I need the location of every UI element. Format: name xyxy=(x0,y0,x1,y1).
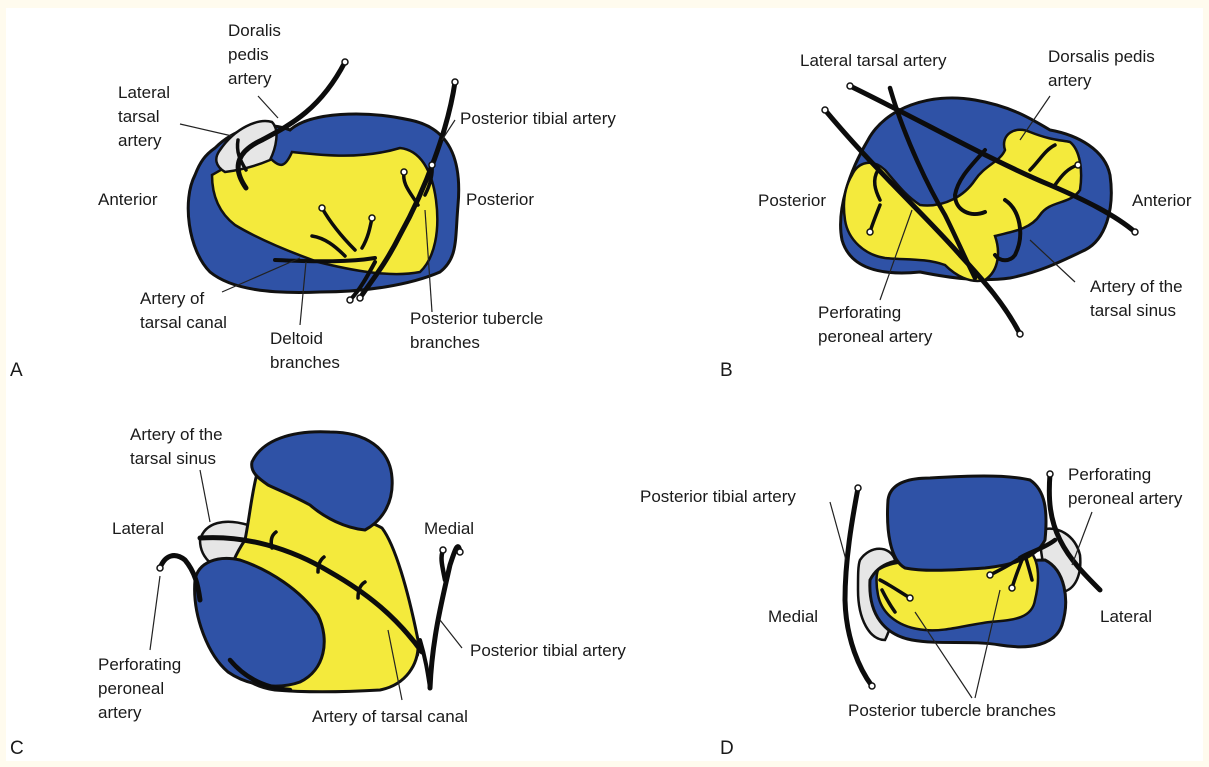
label-a-tarsal-canal-1: Artery of xyxy=(140,289,205,308)
panel-b: Lateral tarsal artery Dorsalis pedis art… xyxy=(720,47,1192,381)
label-d-perforating-2: peroneal artery xyxy=(1068,489,1183,508)
label-c-perforating-2: peroneal xyxy=(98,679,164,698)
label-c-tarsal-canal: Artery of tarsal canal xyxy=(312,707,468,726)
label-c-posterior-tibial: Posterior tibial artery xyxy=(470,641,626,660)
label-a-lateral-tarsal-3: artery xyxy=(118,131,162,150)
label-c-lateral: Lateral xyxy=(112,519,164,538)
label-b-perforating-1: Perforating xyxy=(818,303,901,322)
label-b-posterior: Posterior xyxy=(758,191,826,210)
label-a-dorsalis-3: artery xyxy=(228,69,272,88)
panel-a-letter: A xyxy=(10,360,23,381)
label-d-tubercle: Posterior tubercle branches xyxy=(848,701,1056,720)
label-d-medial: Medial xyxy=(768,607,818,626)
label-d-lateral: Lateral xyxy=(1100,607,1152,626)
label-a-lateral-tarsal-2: tarsal xyxy=(118,107,160,126)
label-a-tubercle-1: Posterior tubercle xyxy=(410,309,543,328)
label-b-dorsalis-2: artery xyxy=(1048,71,1092,90)
label-c-medial: Medial xyxy=(424,519,474,538)
panel-c-pt-branch xyxy=(442,550,445,580)
panel-d: Posterior tibial artery Perforating pero… xyxy=(640,465,1183,759)
panel-c-pt-branch-2 xyxy=(420,640,430,688)
label-c-sinus-2: tarsal sinus xyxy=(130,449,216,468)
label-a-deltoid-2: branches xyxy=(270,353,340,372)
panel-c-posterior-tibial-artery xyxy=(430,547,460,688)
panel-a: Doralis pedis artery Lateral tarsal arte… xyxy=(10,21,616,381)
label-a-dorsalis-1: Doralis xyxy=(228,21,281,40)
label-a-posterior-tibial: Posterior tibial artery xyxy=(460,109,616,128)
label-b-perforating-2: peroneal artery xyxy=(818,327,933,346)
label-b-anterior: Anterior xyxy=(1132,191,1192,210)
panel-b-letter: B xyxy=(720,360,733,381)
label-c-sinus-1: Artery of the xyxy=(130,425,223,444)
label-d-posterior-tibial: Posterior tibial artery xyxy=(640,487,796,506)
label-a-deltoid-1: Deltoid xyxy=(270,329,323,348)
label-b-sinus-1: Artery of the xyxy=(1090,277,1183,296)
label-d-perforating-1: Perforating xyxy=(1068,465,1151,484)
label-a-dorsalis-2: pedis xyxy=(228,45,269,64)
label-c-perforating-3: artery xyxy=(98,703,142,722)
panel-d-letter: D xyxy=(720,738,734,759)
label-b-sinus-2: tarsal sinus xyxy=(1090,301,1176,320)
label-a-anterior: Anterior xyxy=(98,190,158,209)
label-b-dorsalis-1: Dorsalis pedis xyxy=(1048,47,1155,66)
label-c-perforating-1: Perforating xyxy=(98,655,181,674)
label-a-tarsal-canal-2: tarsal canal xyxy=(140,313,227,332)
panel-c: Artery of the tarsal sinus Lateral Media… xyxy=(10,425,626,759)
label-a-lateral-tarsal-1: Lateral xyxy=(118,83,170,102)
label-b-lateral-tarsal: Lateral tarsal artery xyxy=(800,51,947,70)
panel-c-letter: C xyxy=(10,738,24,759)
label-a-tubercle-2: branches xyxy=(410,333,480,352)
label-a-posterior: Posterior xyxy=(466,190,534,209)
